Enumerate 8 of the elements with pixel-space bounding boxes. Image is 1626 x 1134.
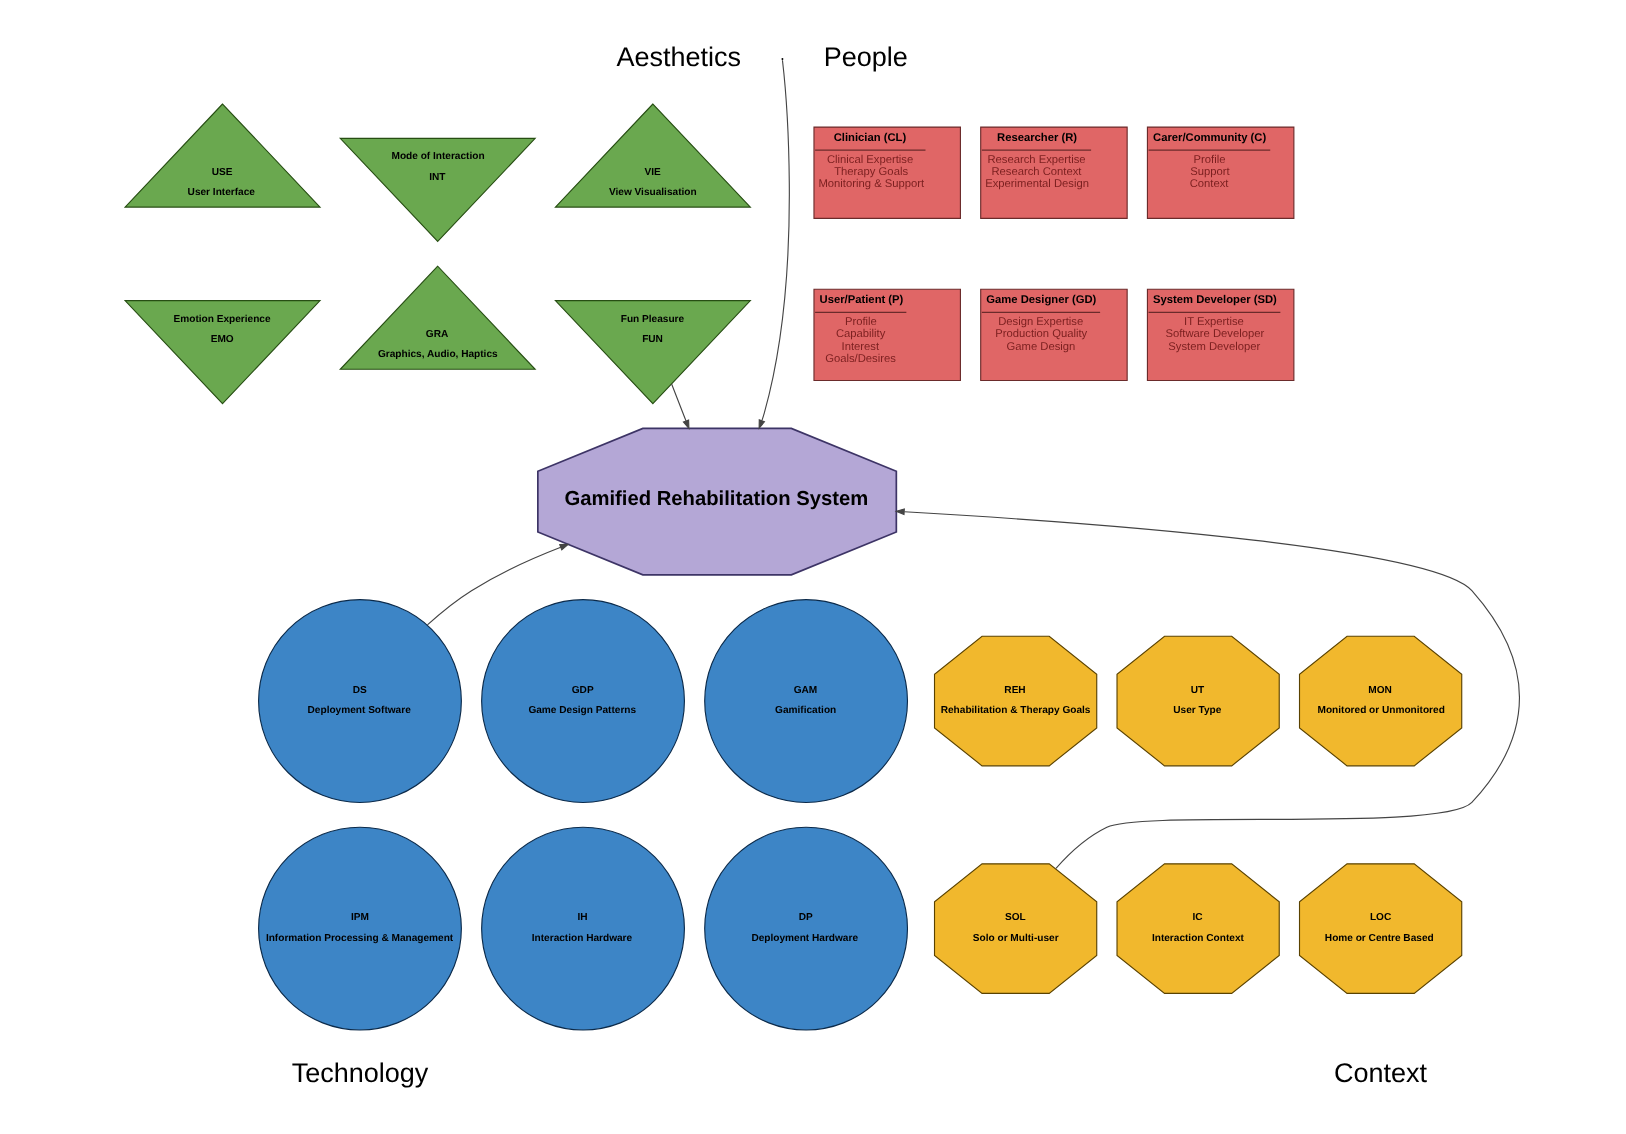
label: People [823,41,908,72]
arrow [758,59,790,430]
arrow [894,508,1520,869]
label: Technology [291,1058,429,1089]
label: Aesthetics [616,41,742,72]
arrow [426,543,570,626]
arrow [671,383,690,430]
label: Context [1334,1058,1428,1089]
